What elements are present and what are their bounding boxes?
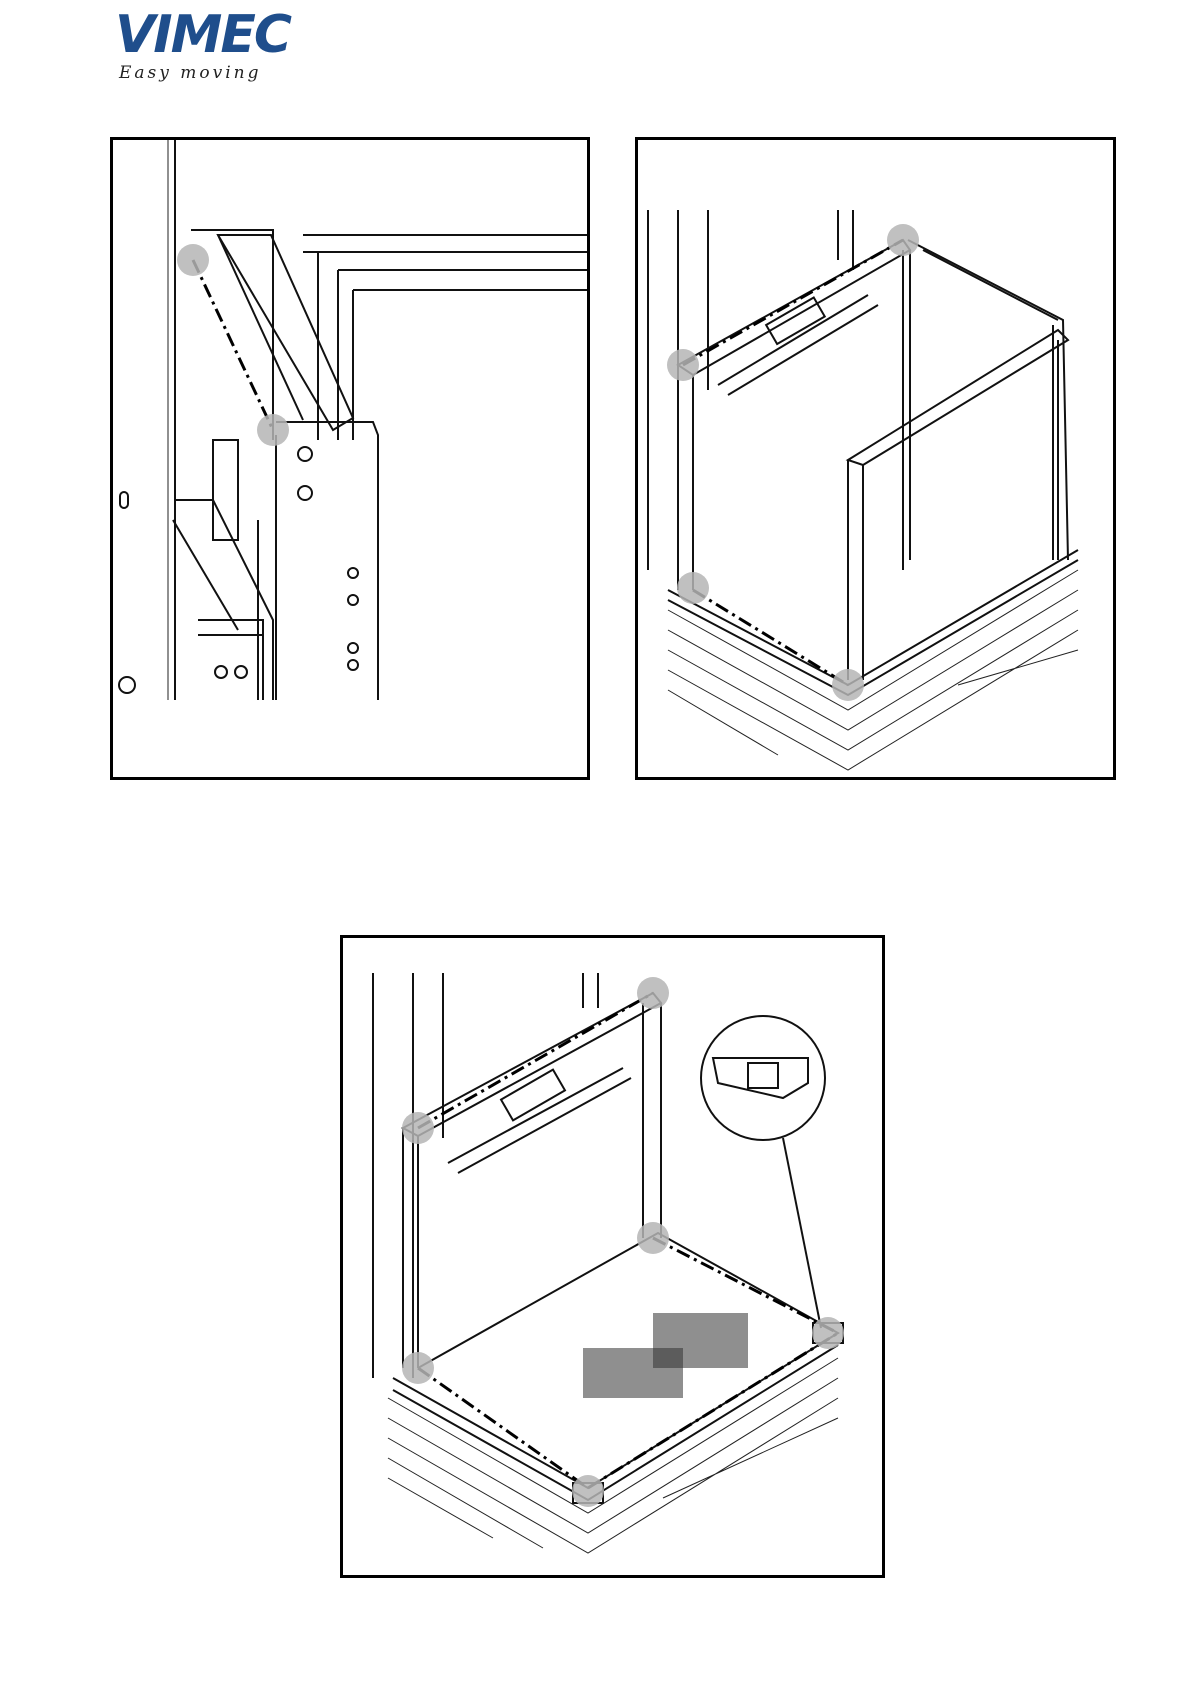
figure-detail-top-rail: [110, 137, 590, 780]
magnifier-callout-icon: [701, 1016, 825, 1140]
marker-point-icon: [572, 1475, 604, 1507]
marker-point-icon: [677, 572, 709, 604]
top-rail-illustration: [113, 140, 587, 777]
logo-tagline: Easy moving: [119, 63, 262, 83]
marker-point-icon: [812, 1317, 844, 1349]
marker-point-icon: [177, 244, 209, 276]
figure-cabin-side-walls: [635, 137, 1116, 780]
logo-brand: VIMEC: [115, 5, 290, 65]
vimec-logo: VIMEC Easy moving: [115, 5, 285, 90]
cabin-floor-illustration: [343, 938, 882, 1575]
marker-point-icon: [257, 414, 289, 446]
marker-point-icon: [832, 669, 864, 701]
marker-point-icon: [667, 349, 699, 381]
figure-cabin-floor-detail: [340, 935, 885, 1578]
marker-point-icon: [887, 224, 919, 256]
marker-point-icon: [637, 977, 669, 1009]
marker-point-icon: [402, 1352, 434, 1384]
marker-point-icon: [402, 1112, 434, 1144]
cabin-walls-illustration: [638, 140, 1113, 777]
marker-point-icon: [637, 1222, 669, 1254]
